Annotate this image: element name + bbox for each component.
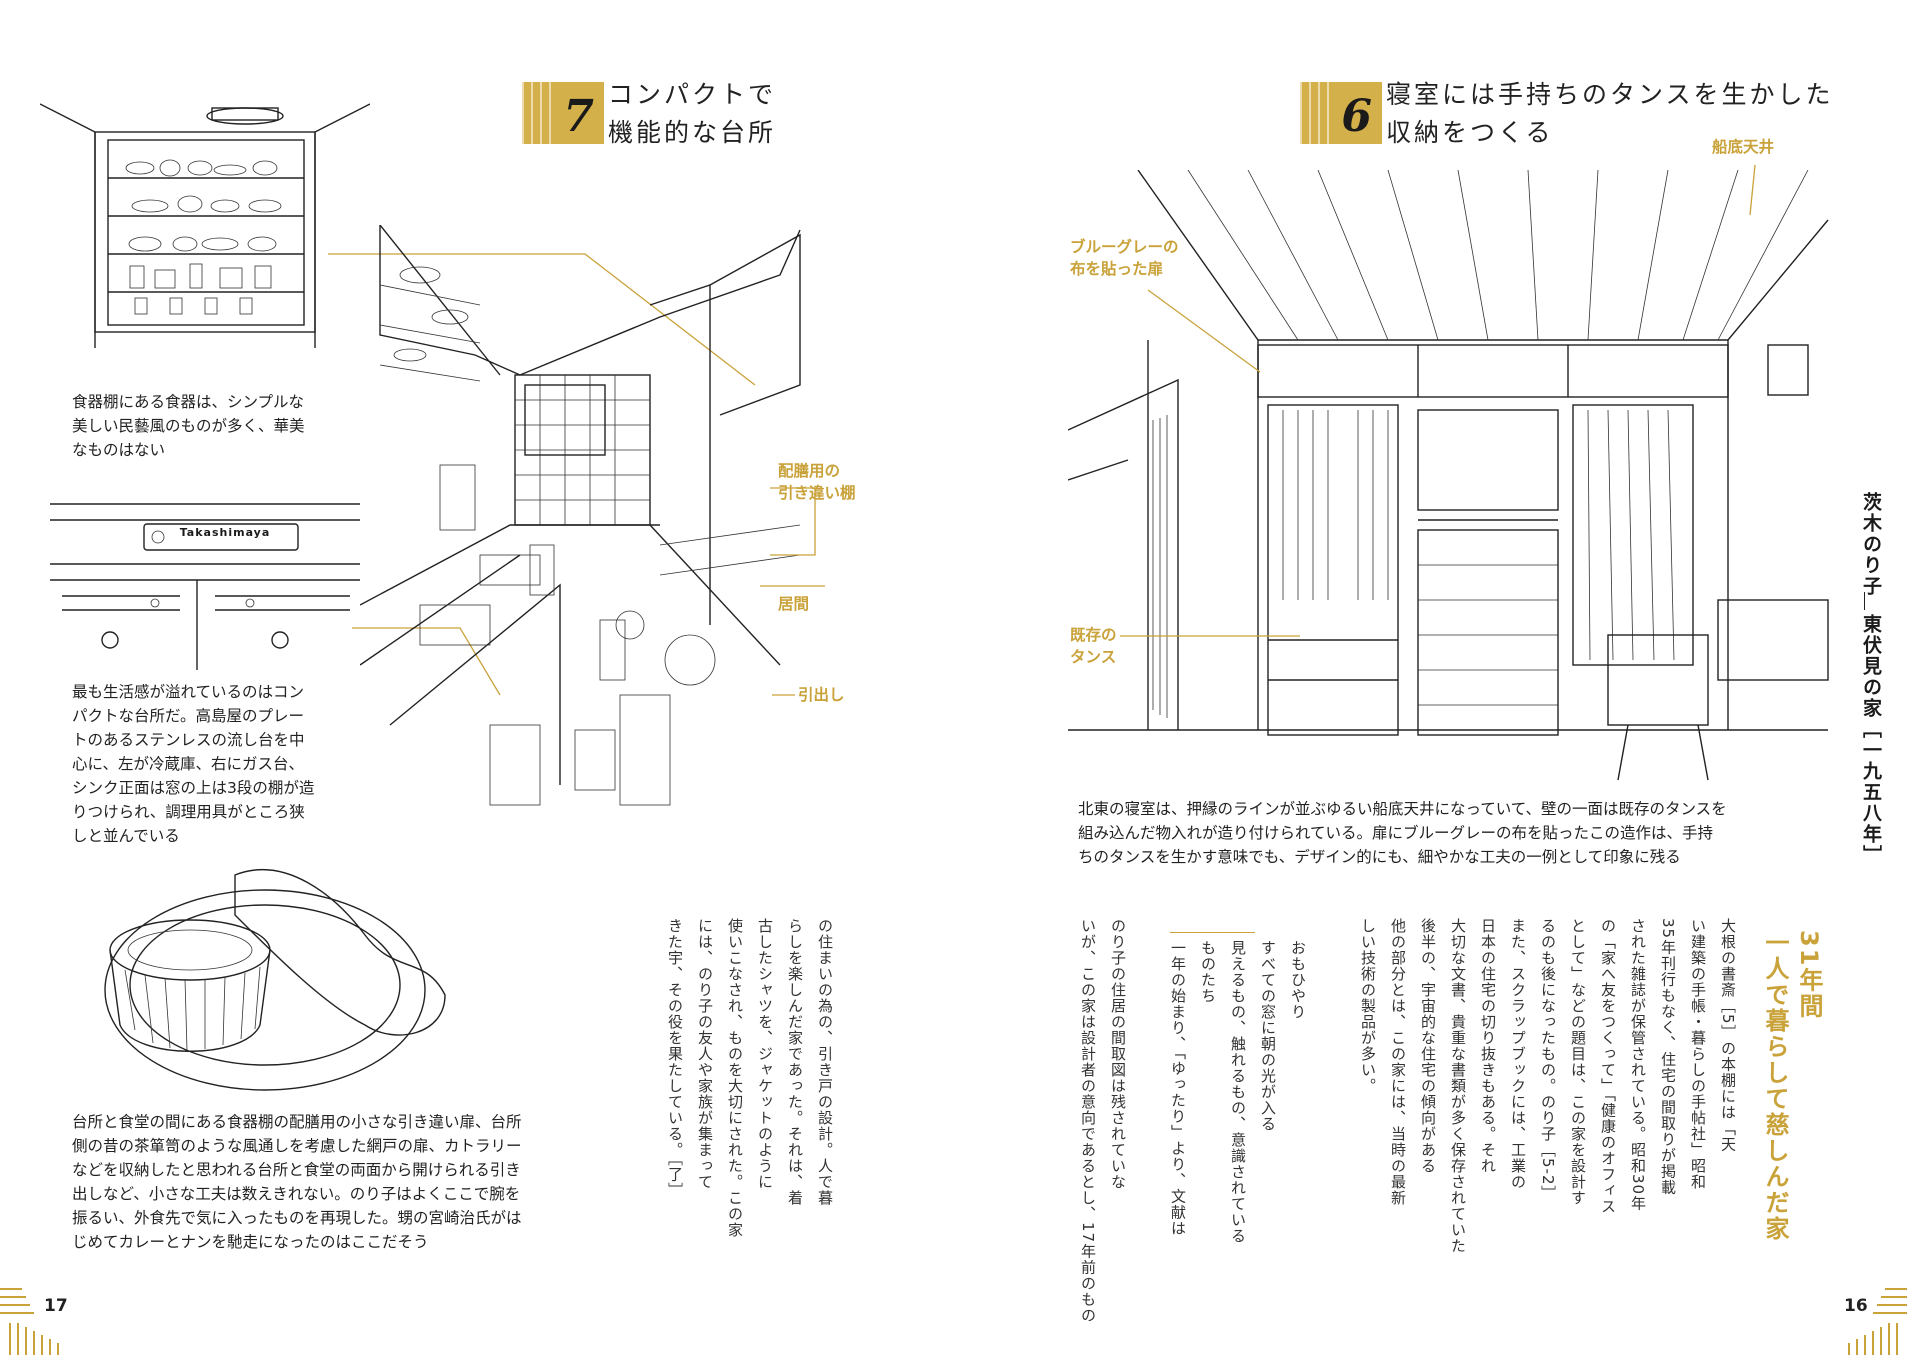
- curry-naan-illustration: [104, 869, 446, 1091]
- label-drawer: 引出し: [798, 686, 845, 704]
- running-title-divider: [1864, 592, 1865, 610]
- caption-curry: 台所と食堂の間にある食器棚の配膳用の小さな引き違い扉、台所側の昔の茶箪笥のような…: [72, 1113, 522, 1251]
- body-column: には、のり子の友人や家族が集まって: [696, 918, 714, 1190]
- drawer-plate-illustration: [50, 503, 360, 670]
- section-title-line2: 機能的な台所: [608, 118, 777, 147]
- section-number: 6: [1341, 91, 1372, 142]
- corner-ornament-left: [0, 1288, 59, 1355]
- running-title-house: 東伏見の家［一九五八年］: [1860, 614, 1882, 866]
- brand-plate-text: Takashimaya: [179, 526, 271, 539]
- body-column: 使いこなされ、ものを大切にされた。この家: [726, 918, 744, 1238]
- body-column: 後半の、宇宙的な住宅の傾向がある: [1419, 918, 1437, 1174]
- page-number-right: 16: [1844, 1296, 1868, 1316]
- body-column: 大切な文書、貴重な書類が多く保存されていた: [1449, 918, 1467, 1254]
- label-living: 居間: [778, 595, 810, 613]
- kitchen-illustration: [360, 225, 801, 806]
- quote-column: すべての窓に朝の光が入る: [1259, 940, 1277, 1132]
- quote-column: 見えるもの、触れるもの、意識されている: [1229, 940, 1247, 1244]
- section-title: 寝室には手持ちのタンスを生かした 収納をつくる: [1386, 76, 1834, 152]
- caption-kitchen: 最も生活感が溢れているのはコンパクトな台所だ。高島屋のプレートのあるステンレスの…: [72, 683, 315, 845]
- quote-column: おもひやり: [1289, 940, 1307, 1020]
- body-column: らしを楽しんだ家であった。それは、着: [786, 918, 804, 1206]
- body-column: きた宇、その役を果たしている。［了］: [666, 918, 684, 1199]
- body-column: の住まいの為の、引き戸の設計。人で暮: [816, 918, 834, 1206]
- section-number-badge: 6: [1300, 82, 1382, 144]
- label-hatch-shelf: 配膳用の 引き違い棚: [778, 462, 856, 502]
- label-tansu: 既存の タンス: [1070, 626, 1117, 666]
- body-column: いが、この家は設計者の意向であるとし、17年前のもの: [1079, 918, 1097, 1324]
- bedroom-illustration: [1068, 170, 1829, 781]
- body-column: 古したシャツを、ジャケットのように: [756, 918, 774, 1190]
- section-number-badge: 7: [522, 82, 604, 144]
- feature-title: 31年間 一人で暮らして慈しんだ家: [1761, 930, 1823, 1242]
- caption-cupboard: 食器棚にある食器は、シンプルな美しい民藝風のものが多く、華美なものはない: [72, 393, 305, 459]
- quote-column: ものたち: [1199, 940, 1217, 1004]
- body-column: のり子の住居の間取図は残されていな: [1109, 918, 1127, 1190]
- body-column: 日本の住宅の切り抜きもある。それ: [1479, 918, 1497, 1174]
- body-column: また、スクラップブックには、工業の: [1509, 918, 1527, 1190]
- corner-ornament-right: [1848, 1288, 1907, 1355]
- body-column: い建築の手帳・暮らしの手帖社」昭和: [1689, 918, 1707, 1190]
- cupboard-illustration: [40, 103, 370, 348]
- caption-bedroom: 北東の寝室は、押縁のラインが並ぶゆるい船底天井になっていて、壁の一面は既存のタン…: [1078, 800, 1727, 866]
- section-title: コンパクトで 機能的な台所: [608, 76, 776, 152]
- body-column: 35年刊行もなく、住宅の間取りが掲載: [1659, 918, 1677, 1196]
- body-column: の「家へ友をつくって」「健康のオフィス: [1599, 918, 1617, 1215]
- body-column: しい技術の製品が多い。: [1359, 918, 1377, 1094]
- quote-rule-top: [1170, 932, 1255, 933]
- body-column: 他の部分とは、この家には、当時の最新: [1389, 918, 1407, 1206]
- section-number: 7: [563, 91, 594, 142]
- body-column: された雑誌が保管されている。昭和30年: [1629, 918, 1647, 1212]
- label-door: ブルーグレーの 布を貼った扉: [1070, 238, 1179, 278]
- running-title-author: 茨木のり子: [1860, 492, 1882, 597]
- page-number-left: 17: [44, 1296, 68, 1316]
- section-title-line1: 寝室には手持ちのタンスを生かした: [1386, 80, 1834, 109]
- quote-column: 一年の始まり、「ゆったり」より、文献は: [1169, 940, 1187, 1237]
- label-ceiling: 船底天井: [1712, 138, 1775, 156]
- section-title-line2: 収納をつくる: [1386, 118, 1554, 147]
- section-title-line1: コンパクトで: [608, 80, 777, 109]
- body-column: として」などの題目は、この家を設計す: [1569, 918, 1587, 1206]
- body-column: 大根の書斎［5］の本棚には「天: [1719, 918, 1737, 1153]
- body-column: るのも後になったもの。のり子［5-2］: [1539, 918, 1557, 1202]
